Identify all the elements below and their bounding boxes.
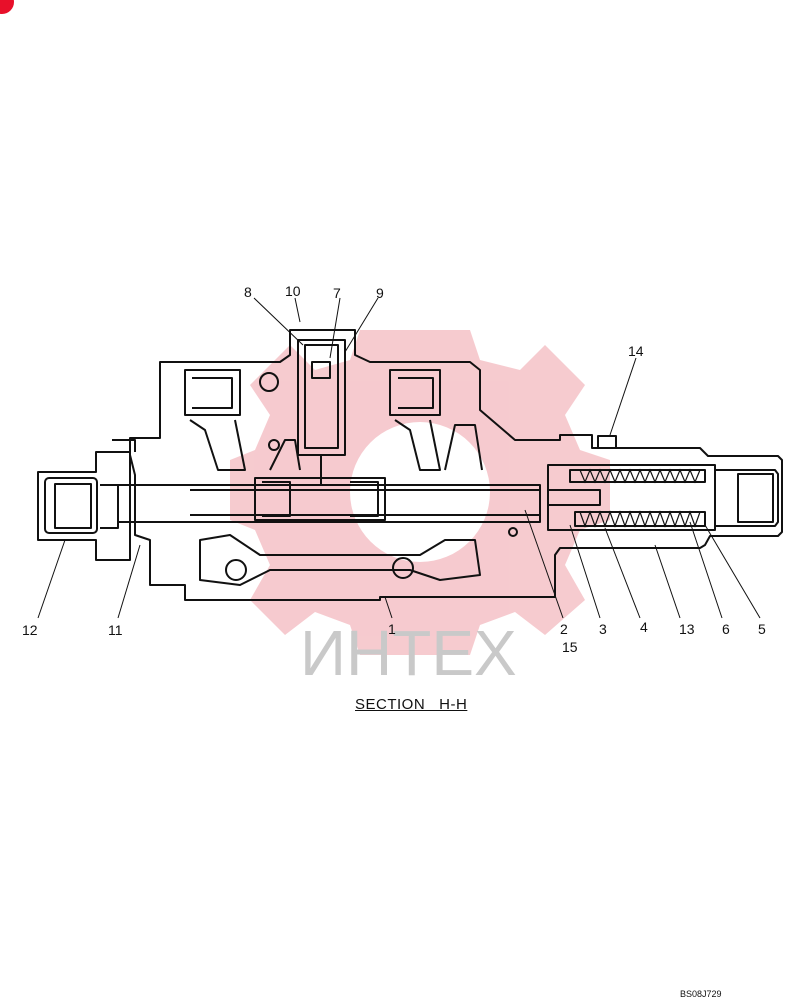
label-6: 6 [722, 621, 730, 637]
label-10: 10 [285, 283, 301, 299]
label-14: 14 [628, 343, 644, 359]
label-4: 4 [640, 619, 648, 635]
spool [117, 484, 541, 523]
label-3: 3 [599, 621, 607, 637]
valve-body [129, 329, 783, 601]
spring-housing [547, 464, 716, 531]
leader-lines [37, 297, 761, 619]
left-cap [37, 451, 131, 561]
spring-coils [579, 468, 701, 528]
label-2: 2 [560, 621, 568, 637]
label-1: 1 [388, 621, 396, 637]
label-15: 15 [562, 639, 578, 655]
port-left [184, 369, 241, 416]
label-12: 12 [22, 622, 38, 638]
check-valve [297, 339, 346, 456]
watermark-text: ИНТЕХ [300, 617, 517, 689]
label-9: 9 [376, 285, 384, 301]
label-13: 13 [679, 621, 695, 637]
label-7: 7 [333, 285, 341, 301]
right-cap [715, 469, 779, 527]
label-5: 5 [758, 621, 766, 637]
watermark-gear-icon [230, 330, 610, 655]
section-caption: SECTION H-H [355, 696, 468, 713]
label-11: 11 [108, 622, 123, 638]
label-8: 8 [244, 284, 252, 300]
port-right [389, 369, 441, 416]
drawing-code: BS08J729 [680, 989, 722, 999]
